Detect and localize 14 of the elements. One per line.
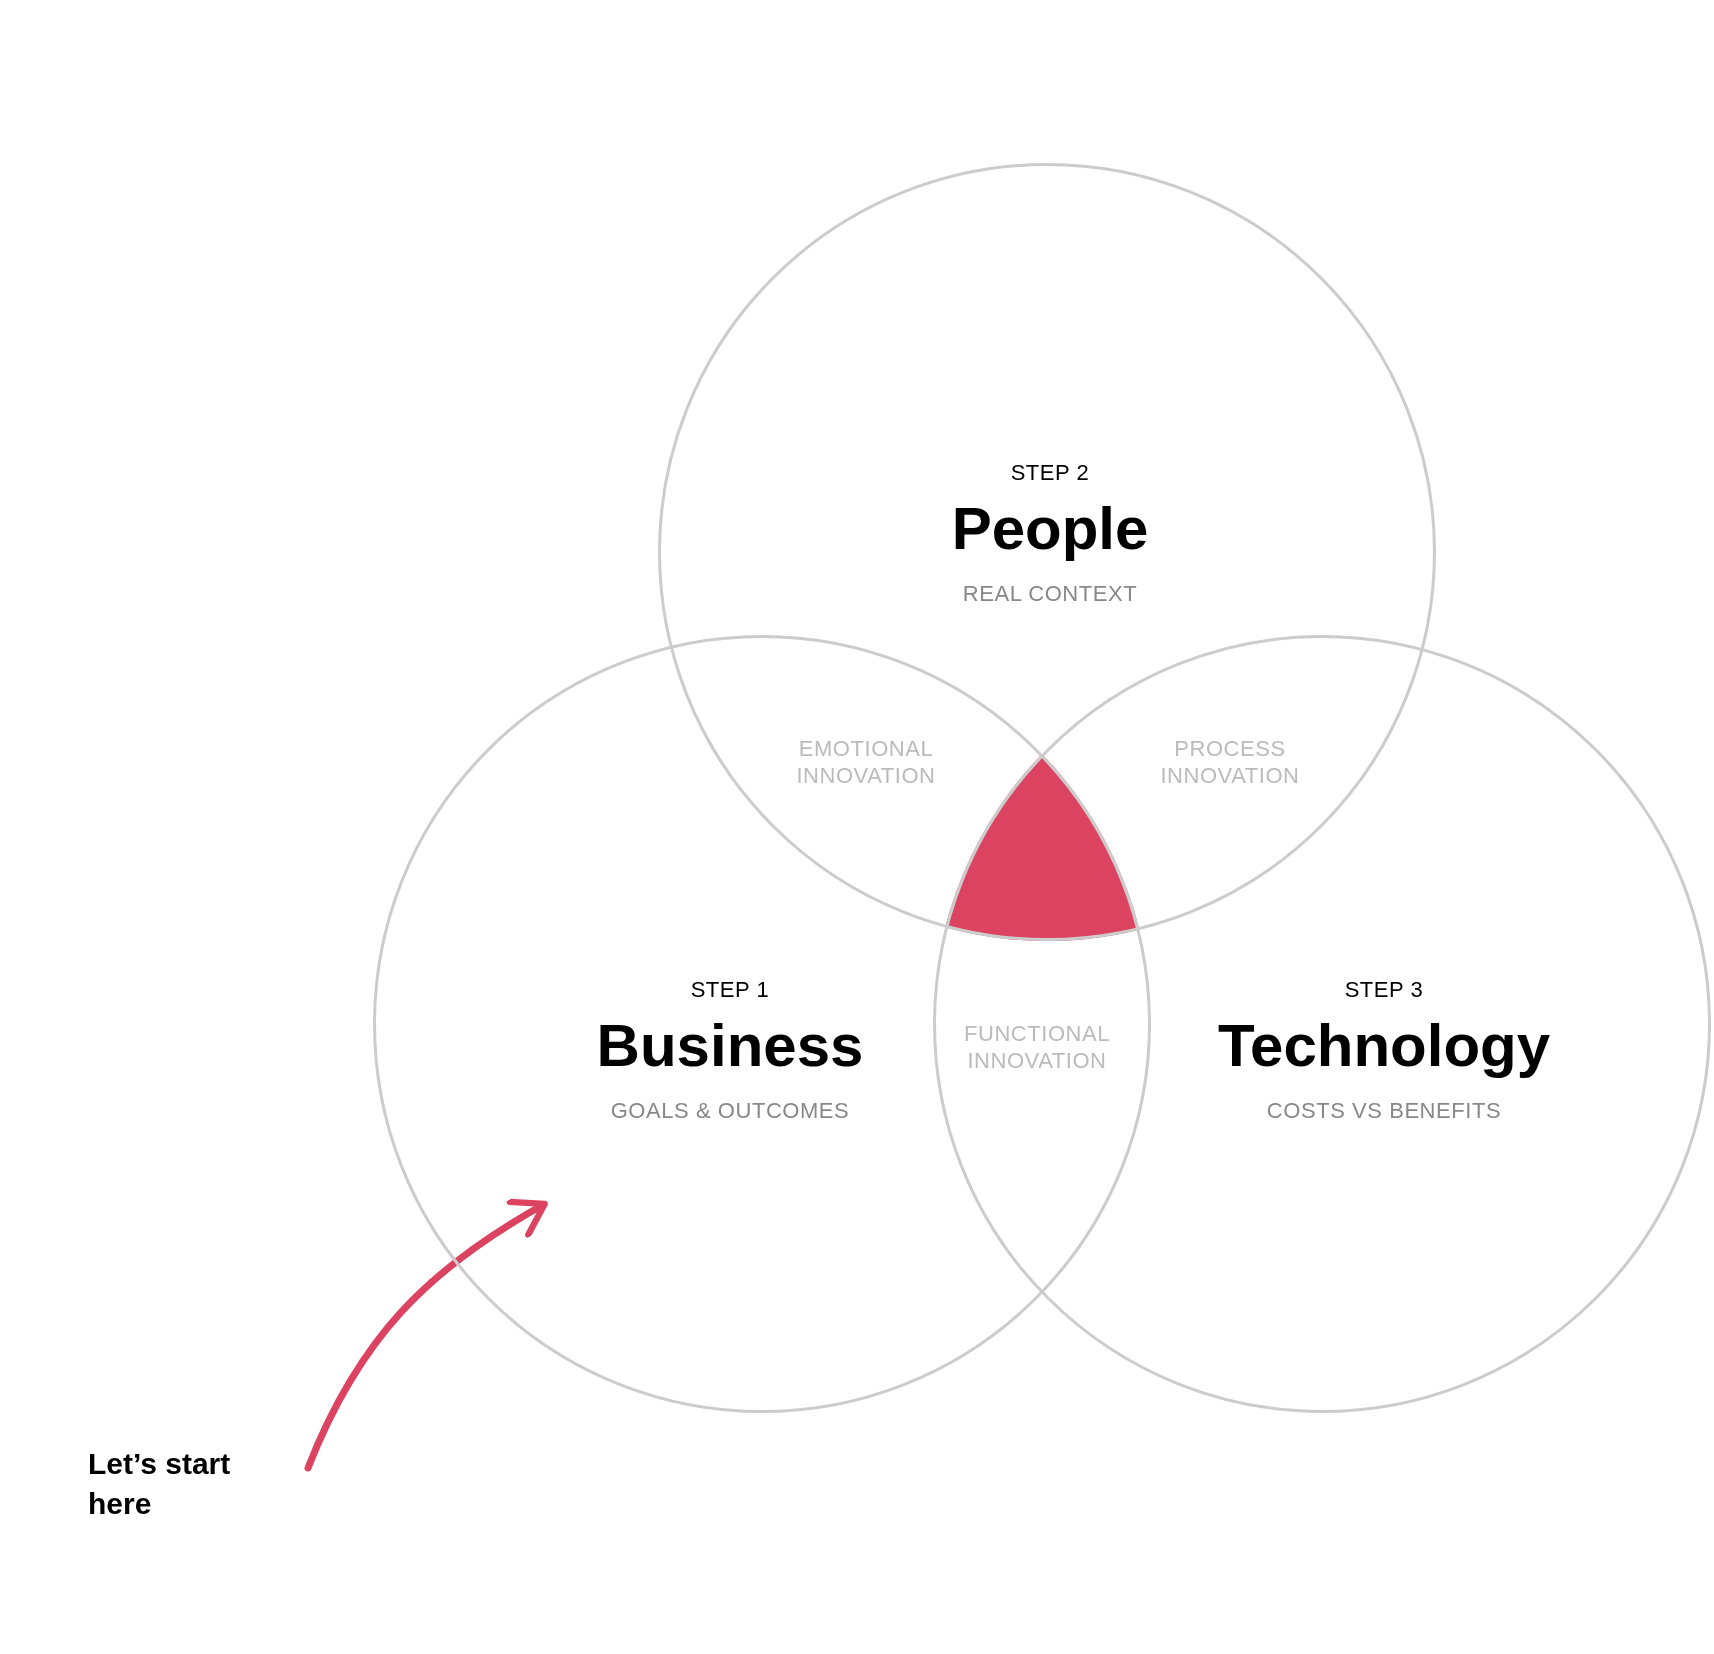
circle-title: People	[951, 494, 1149, 564]
circle-subtitle: GOALS & OUTCOMES	[610, 1097, 850, 1125]
callout-text: Let’s start here	[88, 1444, 248, 1524]
curved-arrow	[304, 1199, 548, 1472]
step-label: STEP 3	[1344, 976, 1424, 1004]
overlap-label: PROCESS INNOVATION	[1159, 735, 1301, 789]
circle-title: Technology	[1217, 1011, 1551, 1081]
circle-subtitle: COSTS VS BENEFITS	[1266, 1097, 1502, 1125]
circle-subtitle: REAL CONTEXT	[962, 580, 1138, 608]
overlap-label: FUNCTIONAL INNOVATION	[962, 1020, 1112, 1074]
step-label: STEP 2	[1010, 459, 1090, 487]
overlap-label: EMOTIONAL INNOVATION	[795, 735, 937, 789]
circle-title: Business	[596, 1011, 864, 1081]
step-label: STEP 1	[690, 976, 770, 1004]
